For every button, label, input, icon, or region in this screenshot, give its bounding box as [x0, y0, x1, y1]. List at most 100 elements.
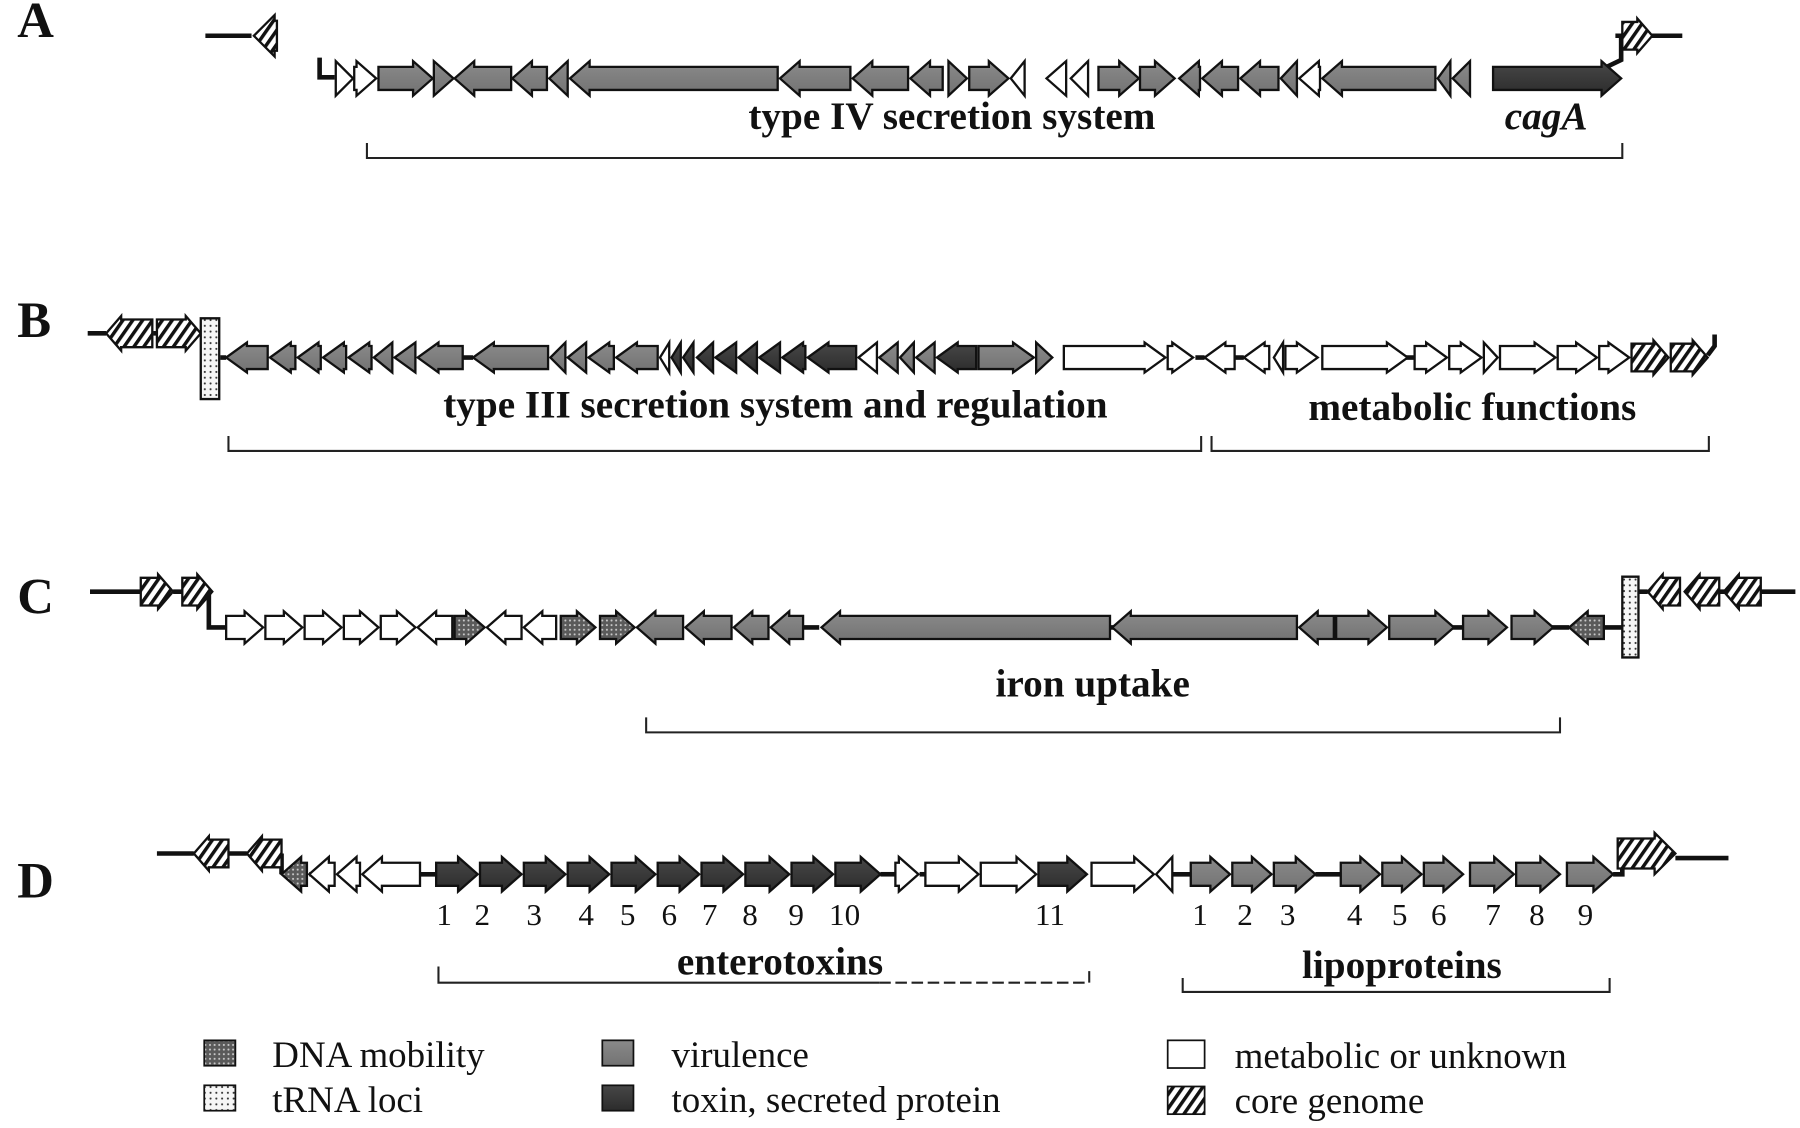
gene-virulence — [586, 340, 615, 375]
gene-metabolic — [264, 608, 305, 647]
gene-virulence — [614, 340, 659, 375]
lipoprotein-number-label: 3 — [1280, 897, 1296, 932]
gene-toxin — [700, 854, 745, 895]
gene-virulence — [547, 58, 569, 99]
gene-virulence — [1177, 58, 1202, 99]
gene-virulence — [850, 58, 910, 99]
enterotoxin-number-label: 11 — [1035, 897, 1065, 932]
gene-virulence — [977, 340, 1036, 375]
gene-core — [181, 571, 214, 613]
gene-metabolic — [1241, 340, 1271, 375]
gene-virulence — [392, 340, 417, 375]
gene-metabolic — [1062, 340, 1168, 375]
gene-toxin — [790, 854, 835, 895]
gene-track-d — [156, 829, 1729, 895]
gene-virulence — [1422, 854, 1465, 895]
panel-b: B type III secretion system and regulati… — [17, 292, 1717, 453]
legend-item-toxin: toxin, secreted protein — [601, 1079, 1001, 1120]
gene-virulence — [565, 340, 588, 375]
enterotoxin-number-label: 6 — [661, 897, 677, 932]
lipoprotein-number-label: 5 — [1392, 897, 1408, 932]
panel-letter-b: B — [17, 292, 51, 348]
gene-virulence — [1565, 854, 1615, 895]
gene-virulence — [346, 340, 373, 375]
legend-item-core: core genome — [1166, 1080, 1424, 1121]
gene-metabolic — [522, 608, 558, 647]
chromosome-backbone — [317, 57, 335, 80]
gene-virulence — [1514, 854, 1562, 895]
gene-dna-mobility — [453, 608, 487, 647]
gene-toxin — [780, 340, 807, 375]
gene-virulence — [415, 340, 464, 375]
gene-trna — [199, 317, 221, 401]
enterotoxin-number-label: 2 — [475, 897, 491, 932]
panel-c: C iron uptake — [17, 569, 1796, 734]
gene-core — [1621, 15, 1654, 57]
gene-core — [1683, 571, 1721, 613]
gene-virulence — [1334, 608, 1389, 647]
gene-core — [245, 833, 283, 874]
gene-virulence — [877, 340, 899, 375]
chromosome-backbone — [1705, 334, 1717, 357]
gene-metabolic — [1009, 57, 1026, 100]
region-label-type-iii: type III secretion system and regulation — [443, 384, 1107, 427]
gene-virulence — [321, 340, 348, 375]
gene-virulence — [683, 608, 733, 647]
gene-metabolic — [303, 608, 344, 647]
bracket-enterotoxins-solid — [437, 966, 880, 984]
gene-toxin — [610, 854, 658, 895]
gene-virulence — [1231, 854, 1274, 895]
gene-virulence — [1320, 58, 1437, 99]
gene-metabolic — [1556, 340, 1599, 375]
gene-metabolic — [1321, 340, 1410, 375]
panel-letter-a: A — [17, 0, 54, 48]
bracket-iron-uptake — [645, 717, 1562, 734]
gene-virulence — [908, 58, 944, 99]
gene-toxin — [757, 340, 782, 375]
gene-toxin — [670, 338, 682, 377]
core-genome-swatch-icon — [1166, 1085, 1206, 1116]
gene-virulence — [778, 58, 852, 99]
gene-trna — [1621, 575, 1640, 659]
gene-metabolic — [1044, 58, 1068, 99]
gene-virulence — [1468, 854, 1516, 895]
gene-virulence — [732, 608, 770, 647]
gene-toxin — [934, 340, 978, 375]
region-label-caga: cagA — [1505, 95, 1588, 138]
gene-metabolic — [1154, 854, 1174, 895]
gene-virulence — [568, 58, 779, 99]
bracket-type-iv — [365, 143, 1624, 160]
gene-metabolic — [856, 340, 879, 375]
gene-toxin — [834, 854, 883, 895]
gene-metabolic — [415, 608, 454, 647]
dna-mobility-swatch-icon — [203, 1039, 237, 1067]
gene-metabolic — [1482, 339, 1500, 376]
enterotoxin-number-label: 4 — [578, 897, 594, 932]
gene-virulence — [1436, 57, 1452, 100]
gene-virulence — [1339, 854, 1382, 895]
gene-dna-mobility — [1567, 608, 1605, 647]
bracket-metabolic — [1210, 435, 1710, 453]
legend-label: tRNA loci — [272, 1079, 423, 1120]
gene-toxin — [1037, 854, 1089, 895]
legend: DNA mobility tRNA loci virulence toxin, … — [203, 1034, 1567, 1121]
gene-metabolic — [1284, 340, 1320, 375]
legend-item-metabolic: metabolic or unknown — [1166, 1035, 1567, 1076]
gene-metabolic — [1498, 340, 1558, 375]
gene-virulence — [432, 58, 456, 99]
gene-virulence — [898, 339, 915, 376]
gene-toxin — [681, 338, 695, 377]
gene-toxin — [713, 340, 738, 375]
enterotoxin-number-label: 5 — [620, 897, 636, 932]
panel-letter-d: D — [17, 852, 54, 908]
legend-label: virulence — [672, 1034, 809, 1075]
gene-virulence — [769, 608, 805, 647]
gene-virulence — [635, 608, 685, 647]
gene-metabolic — [924, 854, 981, 895]
gene-toxin — [805, 340, 858, 375]
region-label-type-iv: type IV secretion system — [748, 95, 1155, 138]
gene-toxin — [522, 854, 568, 895]
